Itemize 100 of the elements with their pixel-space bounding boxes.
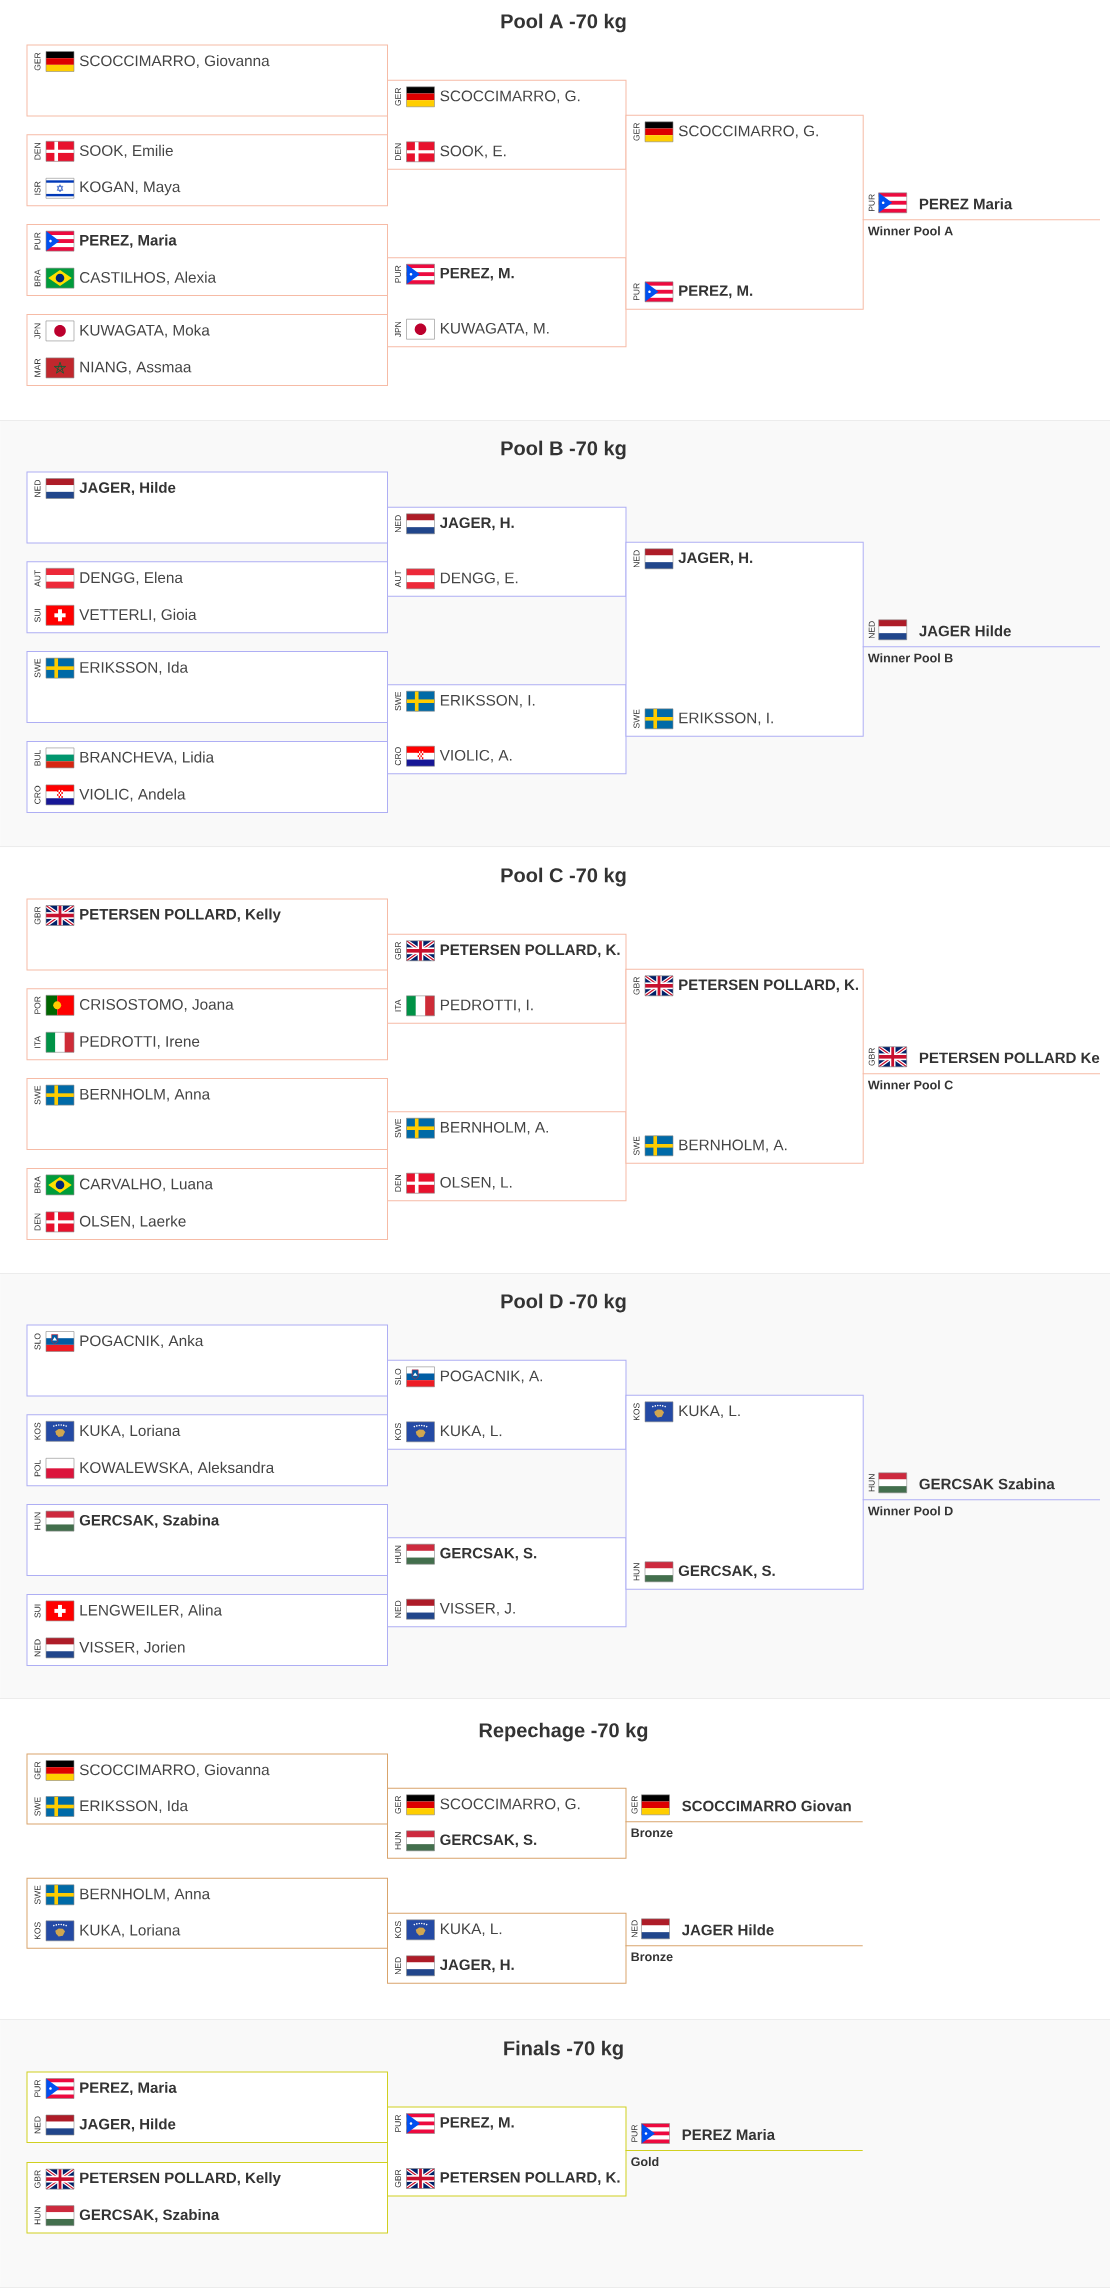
competitor-name: ERIKSSON, I. bbox=[679, 712, 773, 726]
competitor-name: PEREZ, M. bbox=[440, 267, 514, 281]
country-code: SUI bbox=[34, 609, 41, 622]
competitor-name: PEREZ, M. bbox=[440, 2117, 514, 2130]
competitor-name: PEREZ, Maria bbox=[80, 2081, 177, 2096]
competitor-name: KUKA, L. bbox=[440, 1923, 502, 1937]
country-code: AUT bbox=[395, 570, 401, 588]
competitor-name: PEDROTTI, I. bbox=[440, 999, 533, 1013]
country-code: GBR bbox=[395, 942, 401, 960]
country-code: NED bbox=[395, 1957, 401, 1975]
result-caption: Winner Pool B bbox=[867, 653, 953, 663]
competitor-name: GERCSAK, S. bbox=[440, 1547, 537, 1561]
country-code: NED bbox=[395, 1600, 401, 1618]
result-name: PETERSEN POLLARD Ke bbox=[919, 1052, 1100, 1064]
country-code: SWE bbox=[34, 1085, 41, 1105]
country-code: KOS bbox=[395, 1921, 401, 1939]
country-code: SWE bbox=[34, 1885, 41, 1905]
result-name: PEREZ Maria bbox=[919, 198, 1013, 210]
competitor-name: JAGER, H. bbox=[439, 1959, 514, 1973]
country-code: BUL bbox=[34, 749, 41, 766]
competitor-name: VISSER, Jorien bbox=[79, 1641, 185, 1655]
competitor-name: NIANG, Assmaa bbox=[80, 361, 192, 375]
competitor-name: OLSEN, Laerke bbox=[79, 1215, 186, 1229]
result-caption: Bronze bbox=[631, 1952, 673, 1962]
competitor-name: PEDROTTI, Irene bbox=[80, 1036, 200, 1049]
competitor-name: ERIKSSON, Ida bbox=[80, 1800, 189, 1814]
competitor-name: JAGER, Hilde bbox=[79, 2118, 176, 2132]
country-code: DEN bbox=[34, 143, 41, 160]
country-code: NED bbox=[633, 550, 640, 568]
competitor-name: KUKA, L. bbox=[679, 1405, 740, 1419]
country-code: MAR bbox=[34, 358, 41, 377]
competitor-name: CARVALHO, Luana bbox=[80, 1178, 213, 1192]
country-code: HUN bbox=[34, 1512, 41, 1530]
country-code: PUR bbox=[34, 232, 41, 250]
country-code: KOS bbox=[34, 1422, 41, 1440]
country-code: CRO bbox=[395, 747, 401, 766]
competitor-name: SCOCCIMARRO, Giovanna bbox=[79, 1764, 270, 1778]
country-code: SWE bbox=[633, 709, 640, 729]
country-code: ISR bbox=[34, 181, 41, 195]
competitor-name: KUKA, Loriana bbox=[80, 1924, 181, 1938]
competitor-name: GERCSAK, Szabina bbox=[79, 1514, 220, 1528]
country-code: GBR bbox=[34, 906, 41, 925]
result-caption: Bronze bbox=[631, 1828, 673, 1838]
result-caption: Winner Pool D bbox=[867, 1506, 953, 1516]
country-code: NED bbox=[631, 1920, 638, 1938]
country-code: KOS bbox=[34, 1922, 41, 1940]
country-code: DEN bbox=[395, 1174, 401, 1192]
country-code: GBR bbox=[34, 2170, 41, 2188]
country-code: ITA bbox=[34, 1036, 41, 1048]
competitor-name: ERIKSSON, Ida bbox=[80, 661, 189, 675]
country-code: NED bbox=[34, 2116, 41, 2134]
competitor-name: JAGER, H. bbox=[439, 517, 514, 531]
country-code: HUN bbox=[395, 1545, 401, 1563]
country-code: HUN bbox=[868, 1474, 875, 1492]
country-code: CRO bbox=[34, 785, 41, 804]
competitor-name: GERCSAK, Szabina bbox=[79, 2209, 220, 2223]
country-code: ITA bbox=[395, 999, 401, 1012]
country-code: NED bbox=[395, 515, 401, 533]
country-code: PUR bbox=[633, 283, 640, 301]
country-code: HUN bbox=[633, 1563, 640, 1581]
country-code: DEN bbox=[34, 1213, 41, 1231]
country-code: HUN bbox=[395, 1832, 401, 1850]
country-code: PUR bbox=[395, 265, 401, 283]
competitor-name: BERNHOLM, Anna bbox=[80, 1088, 211, 1102]
competitor-name: POGACNIK, A. bbox=[440, 1370, 542, 1384]
competitor-name: VISSER, J. bbox=[439, 1602, 515, 1616]
competitor-name: GERCSAK, S. bbox=[440, 1834, 537, 1848]
result-caption: Gold bbox=[631, 2156, 659, 2167]
result-caption: Winner Pool C bbox=[867, 1080, 953, 1090]
result-name: PEREZ Maria bbox=[682, 2129, 776, 2140]
result-name: JAGER Hilde bbox=[919, 625, 1011, 637]
competitor-name: CASTILHOS, Alexia bbox=[80, 271, 217, 285]
competitor-name: SCOCCIMARRO, G. bbox=[440, 90, 580, 104]
country-code: GBR bbox=[395, 2169, 401, 2188]
country-code: GER bbox=[633, 123, 640, 141]
competitor-name: VIOLIC, A. bbox=[439, 749, 512, 763]
competitor-name: POGACNIK, Anka bbox=[80, 1335, 204, 1349]
competitor-name: KUKA, Loriana bbox=[80, 1424, 181, 1438]
country-code: BRA bbox=[34, 269, 41, 287]
country-code: JPN bbox=[395, 321, 401, 338]
country-code: DEN bbox=[395, 143, 401, 161]
country-code: NED bbox=[34, 1639, 41, 1657]
country-code: GER bbox=[631, 1796, 638, 1814]
country-code: HUN bbox=[34, 2207, 41, 2225]
competitor-name: OLSEN, L. bbox=[440, 1176, 512, 1190]
competitor-name: DENGG, E. bbox=[440, 572, 518, 586]
country-code: PUR bbox=[395, 2114, 401, 2132]
competitor-name: BERNHOLM, A. bbox=[679, 1139, 787, 1153]
country-code: NED bbox=[868, 621, 875, 639]
country-code: GBR bbox=[633, 977, 640, 995]
country-code: GER bbox=[395, 1796, 401, 1814]
result-caption: Winner Pool A bbox=[867, 226, 953, 236]
section-title: Repechage -70 kg bbox=[479, 1722, 648, 1742]
competitor-name: KOGAN, Maya bbox=[80, 181, 181, 196]
country-code: SWE bbox=[395, 1118, 401, 1138]
country-code: PUR bbox=[868, 194, 875, 212]
country-code: SWE bbox=[395, 691, 401, 711]
competitor-name: KUWAGATA, Moka bbox=[80, 324, 210, 338]
competitor-name: JAGER, Hilde bbox=[79, 481, 176, 496]
section-title: Pool D -70 kg bbox=[501, 1293, 626, 1313]
